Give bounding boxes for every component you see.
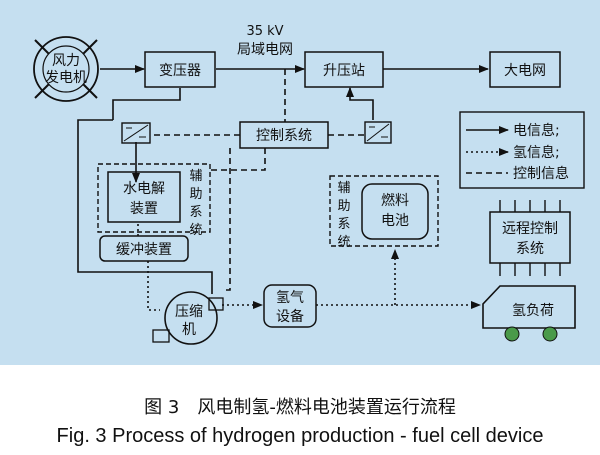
svg-text:助: 助 xyxy=(189,187,202,202)
wire-fuelcell-to-converter xyxy=(346,87,374,120)
svg-text:统: 统 xyxy=(337,235,350,250)
wind-turbine-label-line-2: 发电机 xyxy=(45,70,87,86)
local-grid-label-line-2: 局域电网 xyxy=(237,42,293,58)
legend-electric-label: 电信息; xyxy=(513,122,560,139)
legend: 电信息; 氢信息; 控制信息 xyxy=(459,111,585,189)
ctrl-aux-to-compressor-right xyxy=(222,148,231,291)
wire-left-bus-to-compressor xyxy=(77,119,213,294)
figure-caption-chinese: 图 3 风电制氢-燃料电池装置运行流程 xyxy=(144,397,456,418)
ctrl-control-to-aux-left xyxy=(210,148,266,171)
step-up-station-box: 升压站 xyxy=(304,51,384,88)
converter-right xyxy=(364,121,392,144)
wind-turbine: 风力 发电机 xyxy=(33,36,99,102)
legend-control-label: 控制信息 xyxy=(513,165,569,182)
hydrogen-load-label: 氢负荷 xyxy=(512,303,554,319)
buffer-device-label: 缓冲装置 xyxy=(116,242,172,258)
svg-text:助: 助 xyxy=(337,199,350,214)
buffer-device-box: 缓冲装置 xyxy=(99,235,189,262)
compressor-label-line-2: 机 xyxy=(182,322,196,338)
legend-hydrogen-label: 氢信息; xyxy=(513,144,560,161)
aux-system-right-label: 辅 助 系 统 xyxy=(337,181,350,250)
svg-text:辅: 辅 xyxy=(189,169,202,184)
main-grid-box: 大电网 xyxy=(489,51,561,88)
hydrogen-storage-label-line-2: 设备 xyxy=(276,308,304,325)
fuel-cell-label-line-2: 电池 xyxy=(381,213,409,229)
converter-left xyxy=(121,122,151,144)
svg-text:系: 系 xyxy=(189,205,202,220)
diagram-background xyxy=(0,0,600,365)
electrolyzer-label-line-2: 装置 xyxy=(130,201,158,217)
transformer-label: 变压器 xyxy=(159,63,201,79)
remote-control-label-line-2: 系统 xyxy=(516,241,544,257)
hydrogen-storage-box: 氢气 设备 xyxy=(263,284,317,328)
compressor-label-line-1: 压缩 xyxy=(175,304,203,320)
remote-control-box: 远程控制 系统 xyxy=(489,200,571,276)
svg-text:统: 统 xyxy=(189,223,202,238)
svg-text:辅: 辅 xyxy=(337,181,350,196)
hydrogen-load-truck: 氢负荷 xyxy=(482,285,576,342)
connections xyxy=(77,65,489,311)
main-grid-label: 大电网 xyxy=(504,63,546,79)
h2-buffer-to-compressor xyxy=(147,261,160,311)
fuel-cell-group: 燃料 电池 辅 助 系 统 xyxy=(329,175,439,250)
svg-text:系: 系 xyxy=(337,217,350,232)
transformer-box: 变压器 xyxy=(144,51,216,88)
wire-transformer-to-converter xyxy=(112,88,181,120)
step-up-station-label: 升压站 xyxy=(323,63,365,79)
wind-turbine-label-line-1: 风力 xyxy=(52,53,80,69)
figure-caption-english: Fig. 3 Process of hydrogen production - … xyxy=(56,425,544,447)
process-flow-diagram: 风力 发电机 变压器 35 kV 局域电网 升压站 大电网 控制系统 xyxy=(0,0,600,365)
local-grid-label-line-1: 35 kV xyxy=(246,24,283,39)
compressor: 压缩 机 xyxy=(152,291,224,345)
remote-control-label-line-1: 远程控制 xyxy=(502,221,558,237)
control-system-box: 控制系统 xyxy=(239,121,329,149)
hydrogen-storage-label-line-1: 氢气 xyxy=(276,290,304,306)
fuel-cell-label-line-1: 燃料 xyxy=(381,192,409,209)
aux-system-left-label: 辅 助 系 统 xyxy=(189,169,202,238)
electrolyzer-group: 水电解 装置 辅 助 系 统 xyxy=(97,163,211,238)
control-system-label: 控制系统 xyxy=(256,128,312,144)
electrolyzer-label-line-1: 水电解 xyxy=(123,181,165,197)
